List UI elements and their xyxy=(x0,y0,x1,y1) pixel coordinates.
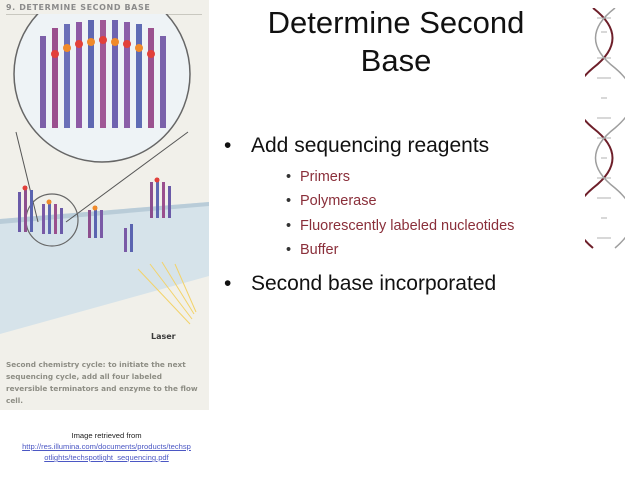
figure-caption: Second chemistry cycle: to initiate the … xyxy=(6,360,198,405)
credit-link-part2[interactable]: otlights/techspotlight_sequencing.pdf xyxy=(44,453,169,462)
dna-helix-icon xyxy=(585,8,625,249)
figure-heading: 9. DETERMINE SECOND BASE xyxy=(6,3,151,12)
bullet-text: Second base incorporated xyxy=(251,272,497,295)
slide-title: Determine Second Base xyxy=(267,5,525,78)
bullet-item: •Second base incorporated xyxy=(224,272,497,295)
sub-bullet-text: Polymerase xyxy=(300,193,377,209)
credit-label: Image retrieved from xyxy=(71,431,142,440)
credit-link-part1[interactable]: http://res.illumina.com/documents/produc… xyxy=(22,442,191,451)
sub-bullet-item: •Primers xyxy=(286,169,350,185)
bullet-text: Add sequencing reagents xyxy=(251,134,490,157)
dna-clusters xyxy=(18,177,171,252)
sub-bullet-text: Fluorescently labeled nucleotides xyxy=(300,218,515,234)
laser-beam xyxy=(137,261,197,325)
laser-label: Laser xyxy=(151,332,176,341)
sub-bullet-item: •Fluorescently labeled nucleotides xyxy=(286,218,515,234)
sub-bullet-text: Buffer xyxy=(300,242,339,258)
zoom-line-left xyxy=(15,131,39,223)
zoom-line-right xyxy=(65,131,189,223)
sub-bullet-item: •Buffer xyxy=(286,242,339,258)
sub-bullet-item: •Polymerase xyxy=(286,193,377,209)
sequencing-illustration xyxy=(0,14,209,334)
flow-cell-surface xyxy=(0,202,209,334)
bullet-item: •Add sequencing reagents xyxy=(224,134,490,157)
figure-panel: 9. DETERMINE SECOND BASE xyxy=(0,0,209,410)
image-credit: Image retrieved from http://res.illumina… xyxy=(0,430,213,463)
fluorescent-nucleotides xyxy=(51,36,155,58)
dna-strands-magnified xyxy=(40,20,166,128)
sub-bullet-text: Primers xyxy=(300,169,350,185)
